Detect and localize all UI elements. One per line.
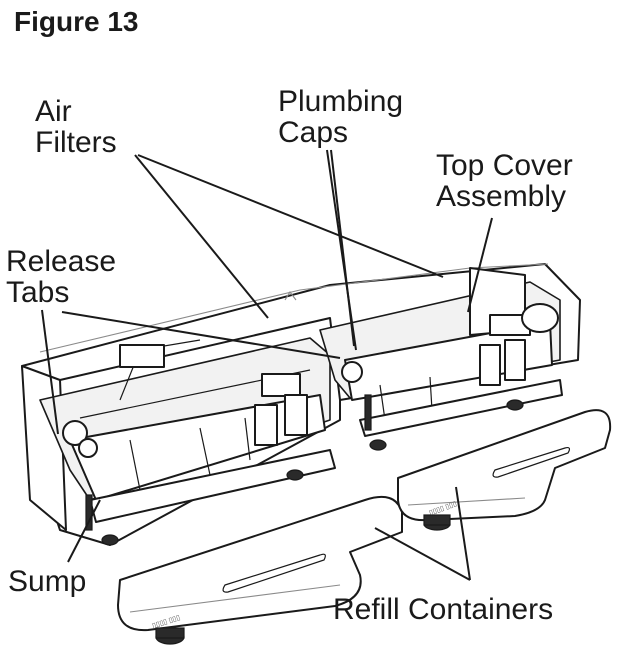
- right-tray: [319, 267, 561, 421]
- refill-container-front: ▯▯▯▯ ▯▯▯: [117, 496, 403, 645]
- label-plumbing-caps: Plumbing Caps: [278, 85, 404, 149]
- label-sump: Sump: [8, 565, 87, 598]
- figure-title: Figure 13: [14, 6, 139, 37]
- left-tray: [39, 337, 331, 501]
- label-top-cover-assembly: Top Cover Assembly: [436, 149, 573, 213]
- base: [85, 379, 563, 546]
- refill-container-back: ▯▯▯▯ ▯▯▯: [397, 409, 612, 531]
- label-air-filters: Air Filters: [35, 95, 117, 159]
- leader-lines: [41, 149, 493, 581]
- label-release-tabs: Release Tabs: [6, 245, 117, 309]
- label-refill-containers: Refill Containers: [333, 593, 554, 626]
